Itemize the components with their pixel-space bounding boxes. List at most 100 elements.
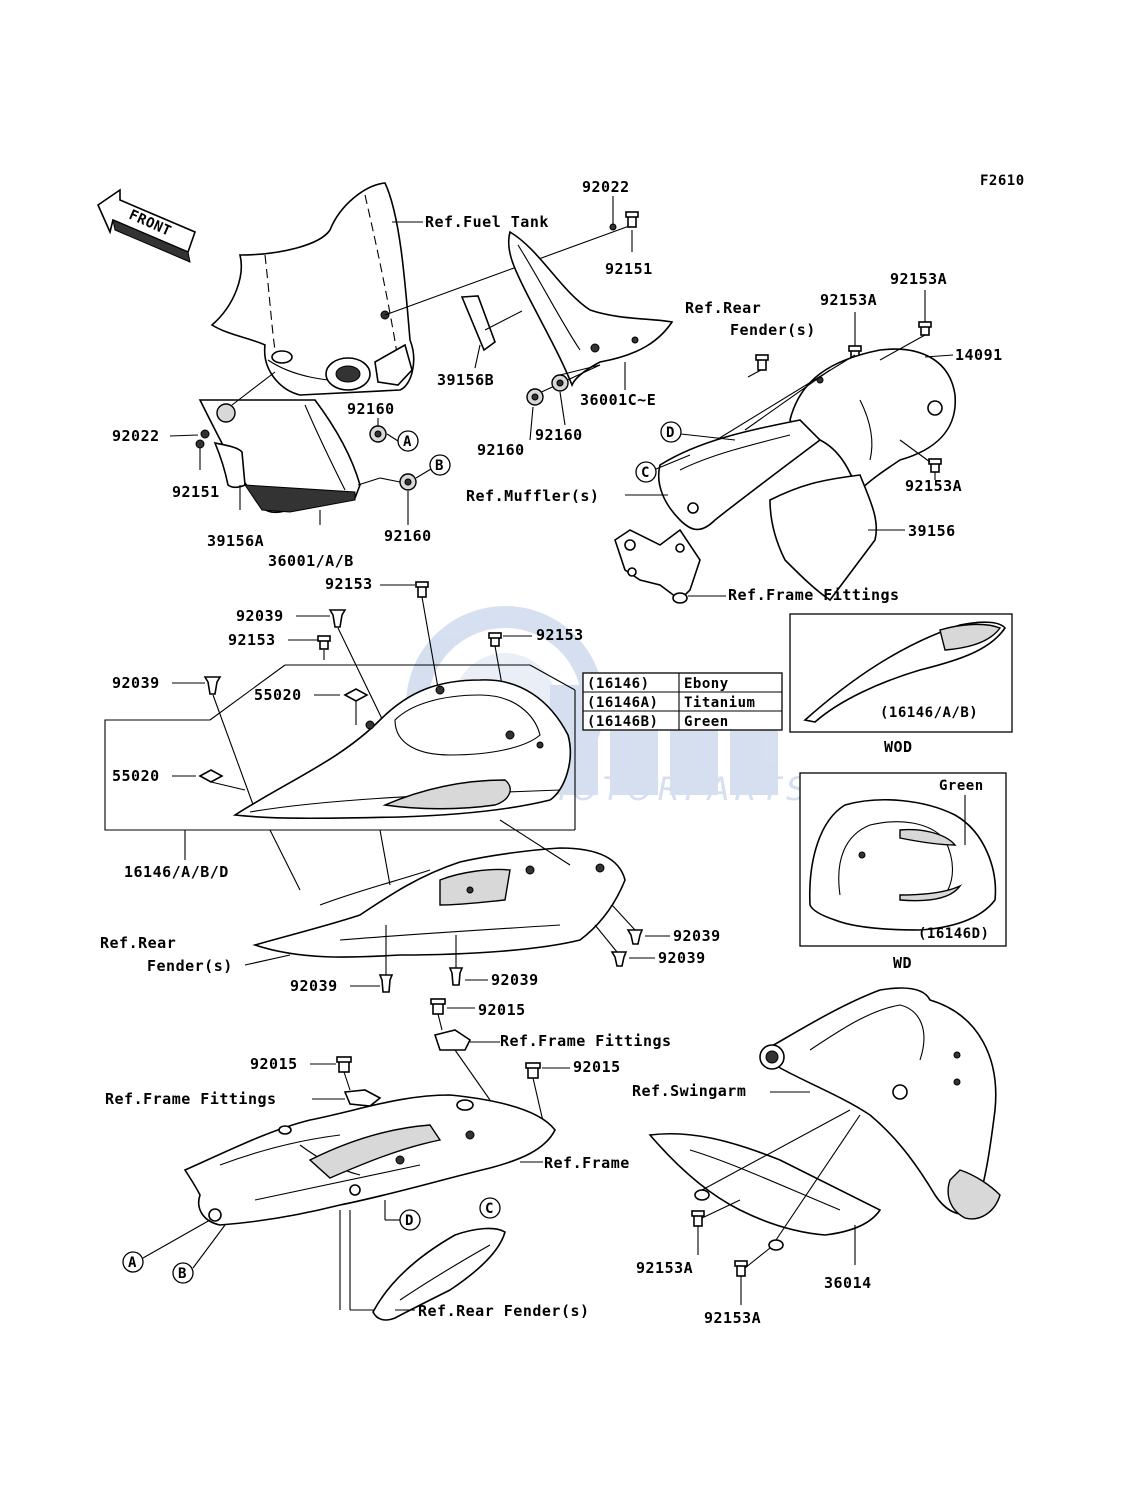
bolt-92153A-b: [918, 321, 932, 336]
grommet-92160-d: [399, 473, 417, 491]
color-name-1: Titanium: [684, 695, 755, 711]
part-92153-b: 92153: [228, 631, 276, 649]
callout-D-top-label: D: [666, 425, 675, 441]
side-cover-36001C-E: [507, 230, 674, 388]
part-36014: 36014: [824, 1274, 872, 1292]
bolt-92153-a: [415, 581, 429, 598]
part-36001-A-B: 36001/A/B: [268, 552, 354, 570]
part-92160-a: 92160: [347, 400, 395, 418]
bolt-92153-b: [317, 635, 331, 650]
part-92015-c: 92015: [573, 1058, 621, 1076]
ref-frame-fittings-2: Ref.Frame Fittings: [500, 1032, 672, 1050]
bolt-92015-a: [430, 998, 446, 1015]
part-92151-left: 92151: [172, 483, 220, 501]
ref-rear-fender-bottom: Ref.Rear Fender(s): [418, 1302, 590, 1320]
part-92022-left: 92022: [112, 427, 160, 445]
trim-39156A: [213, 441, 246, 489]
bolt-92015-c: [525, 1062, 541, 1079]
grommet-92160-a: [526, 388, 544, 406]
clip-92039-d: [610, 951, 628, 967]
part-55020-a: 55020: [254, 686, 302, 704]
part-92153A-a: 92153A: [820, 291, 877, 309]
part-92039-d: 92039: [658, 949, 706, 967]
part-92153A-e: 92153A: [704, 1309, 761, 1327]
clip-92039-f: [448, 967, 464, 986]
ref-rear-fender-mid-2: Fender(s): [147, 957, 233, 975]
inset-wd: Green (16146D): [799, 772, 1007, 947]
rear-fender-inner: [252, 847, 626, 958]
part-16146-A-B-D: 16146/A/B/D: [124, 863, 229, 881]
inset-wod: (16146/A/B): [789, 613, 1013, 733]
callout-A-top-label: A: [403, 434, 412, 450]
bolt-92153A-e: [734, 1260, 748, 1277]
ref-frame-fittings-3: Ref.Frame Fittings: [105, 1090, 277, 1108]
chain-guard-36014: [648, 1132, 882, 1251]
callout-B-bottom-label: B: [178, 1266, 187, 1282]
part-92160-c: 92160: [535, 426, 583, 444]
frame-fitting-left: [343, 1089, 382, 1107]
part-92039-b: 92039: [112, 674, 160, 692]
grommet-92160-b: [551, 374, 569, 392]
callout-D-bottom-label: D: [405, 1213, 414, 1229]
trim-39156B: [460, 295, 496, 352]
bolt-92153A-d: [691, 1210, 705, 1227]
inset-wd-caption: WD: [893, 954, 912, 972]
color-table: (16146) Ebony (16146A) Titanium (16146B)…: [582, 672, 783, 731]
emblem-55020-b: [198, 769, 224, 783]
callout-A-bottom-label: A: [128, 1255, 137, 1271]
callout-D-top: [660, 421, 682, 443]
part-92153A-c: 92153A: [905, 477, 962, 495]
callout-B-top-label: B: [435, 458, 444, 474]
bolt-92151-top: [625, 211, 639, 228]
ref-frame-label: Ref.Frame: [544, 1154, 630, 1172]
muffler-heat-guard: [657, 419, 822, 531]
side-cover-36001-A-B: [198, 399, 361, 514]
callout-B-bottom: [172, 1262, 194, 1284]
part-92015-a: 92015: [478, 1001, 526, 1019]
ref-fuel-tank-label: Ref.Fuel Tank: [425, 213, 549, 231]
part-92022-top: 92022: [582, 178, 630, 196]
inset-wod-caption: WOD: [884, 738, 913, 756]
seat-cowl-16146: [232, 679, 572, 820]
part-92153-a: 92153: [325, 575, 373, 593]
part-92160-b: 92160: [477, 441, 525, 459]
color-name-0: Ebony: [684, 676, 729, 692]
part-55020-b: 55020: [112, 767, 160, 785]
ref-rear-fender-top-2: Fender(s): [730, 321, 816, 339]
part-92015-b: 92015: [250, 1055, 298, 1073]
callout-C-top-label: C: [641, 465, 650, 481]
fuel-tank-outline: [210, 182, 415, 396]
clip-92039-c: [626, 929, 644, 945]
frame-fitting-bracket-top: [614, 528, 701, 604]
ref-muffler-label: Ref.Muffler(s): [466, 487, 599, 505]
figure-code: F2610: [980, 173, 1025, 189]
part-92153-c: 92153: [536, 626, 584, 644]
frame-fitting-center: [433, 1029, 472, 1051]
swingarm: [759, 987, 1001, 1220]
part-39156: 39156: [908, 522, 956, 540]
callout-C-top: [635, 461, 657, 483]
front-arrow-icon: FRONT: [96, 188, 197, 263]
part-14091: 14091: [955, 346, 1003, 364]
part-92039-f: 92039: [491, 971, 539, 989]
ref-swingarm-label: Ref.Swingarm: [632, 1082, 746, 1100]
inset-wod-part: (16146/A/B): [880, 705, 978, 721]
color-code-1: (16146A): [587, 695, 658, 711]
part-39156A: 39156A: [207, 532, 264, 550]
callout-C-bottom-label: C: [485, 1201, 494, 1217]
callout-C-bottom: [479, 1197, 501, 1219]
rear-subframe: [183, 1094, 556, 1226]
emblem-55020-a: [343, 688, 369, 702]
fender-trim-39156: [769, 474, 878, 602]
bolt-92015-b: [336, 1056, 352, 1073]
grommet-92160-c: [369, 425, 387, 443]
color-code-2: (16146B): [587, 714, 658, 730]
part-92151-top: 92151: [605, 260, 653, 278]
clip-92039-a: [328, 609, 347, 628]
rear-fender-lower-piece: [372, 1227, 506, 1321]
rear-fender-14091: [789, 348, 956, 494]
ref-frame-fittings-1: Ref.Frame Fittings: [728, 586, 900, 604]
part-92160-d: 92160: [384, 527, 432, 545]
